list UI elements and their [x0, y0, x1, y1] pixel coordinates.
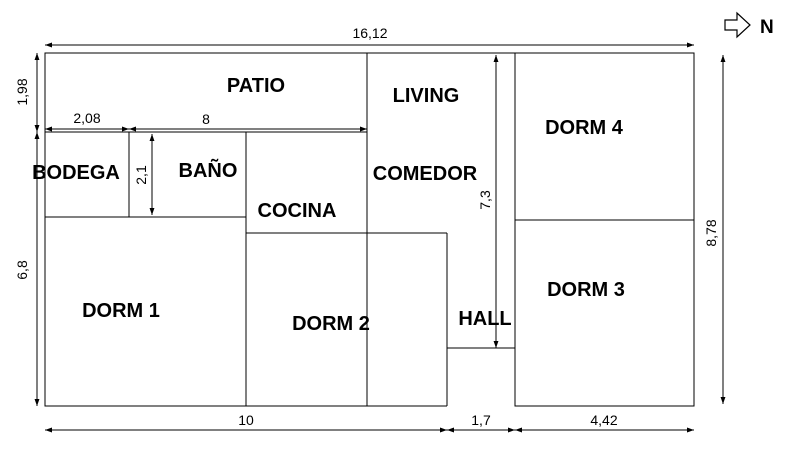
- room-comedor: COMEDOR: [373, 163, 478, 185]
- room-dorm1: DORM 1: [82, 300, 160, 322]
- dim-bottom-right: 4,42: [590, 412, 617, 428]
- dim-bano-height: 2,1: [133, 165, 149, 185]
- dim-bottom-hall: 1,7: [471, 412, 491, 428]
- dim-total-height: 8,78: [703, 219, 719, 246]
- right-block-outline: [514, 52, 695, 407]
- room-living: LIVING: [393, 85, 460, 107]
- room-dorm3: DORM 3: [547, 279, 625, 301]
- room-dorm2: DORM 2: [292, 313, 370, 335]
- dim-comedor-height: 7,3: [477, 190, 493, 210]
- dimension-lines: [34, 42, 726, 433]
- room-patio: PATIO: [227, 75, 285, 97]
- dim-bodega-width: 2,08: [73, 110, 100, 126]
- dim-patio-depth: 1,98: [14, 78, 30, 105]
- dim-total-width: 16,12: [352, 25, 387, 41]
- room-cocina: COCINA: [258, 200, 337, 222]
- room-dorm4: DORM 4: [545, 117, 624, 139]
- room-bano: BAÑO: [179, 159, 238, 182]
- north-label: N: [760, 17, 774, 38]
- dim-bottom-left: 10: [238, 412, 254, 428]
- room-hall: HALL: [458, 308, 511, 330]
- left-block-outline: [44, 52, 368, 407]
- dim-left-lower: 6,8: [14, 260, 30, 280]
- dim-patio-width: 8: [202, 111, 210, 127]
- north-arrow-icon: [724, 11, 751, 39]
- walls: [44, 52, 695, 407]
- room-bodega: BODEGA: [32, 162, 120, 184]
